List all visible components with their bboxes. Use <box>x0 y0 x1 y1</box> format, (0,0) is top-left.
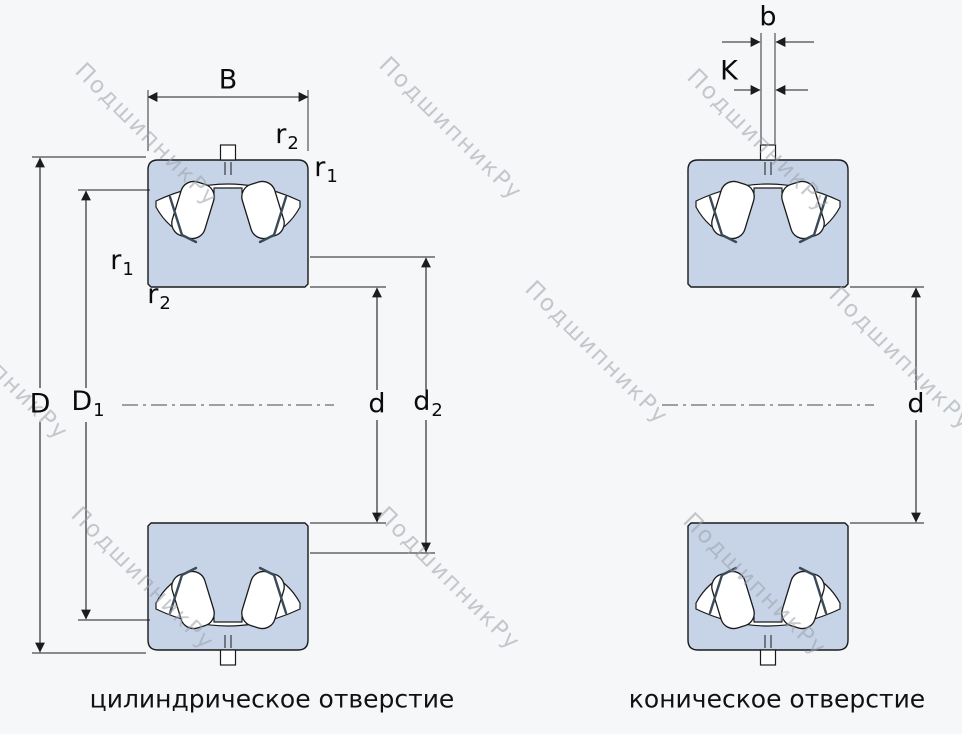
dim-label-d: d <box>368 388 386 420</box>
dim-label-b: b <box>759 1 777 33</box>
dimensions-right <box>722 33 924 524</box>
bearing-block-top <box>686 143 850 289</box>
bearing-block-bottom <box>686 521 850 667</box>
dim-label-B: B <box>218 64 238 96</box>
dim-label-r1-top: r1 <box>314 152 338 187</box>
dim-label-r2-top: r2 <box>275 119 299 154</box>
dim-label-d2: d2 <box>413 386 443 421</box>
dim-label-d-right: d <box>907 388 925 420</box>
dim-label-r1-left: r1 <box>110 245 134 280</box>
caption-tapered-bore: коническое отверстие <box>628 684 926 714</box>
dim-label-D1: D1 <box>71 386 105 421</box>
bearing-block-top <box>146 143 310 289</box>
dim-label-D: D <box>29 388 51 420</box>
dim-label-K: K <box>720 55 738 87</box>
dim-label-r2-left: r2 <box>147 279 171 314</box>
dimensions-left <box>32 90 435 654</box>
bearing-block-bottom <box>146 521 310 667</box>
caption-cylindrical-bore: цилиндрическое отверстие <box>89 684 455 714</box>
